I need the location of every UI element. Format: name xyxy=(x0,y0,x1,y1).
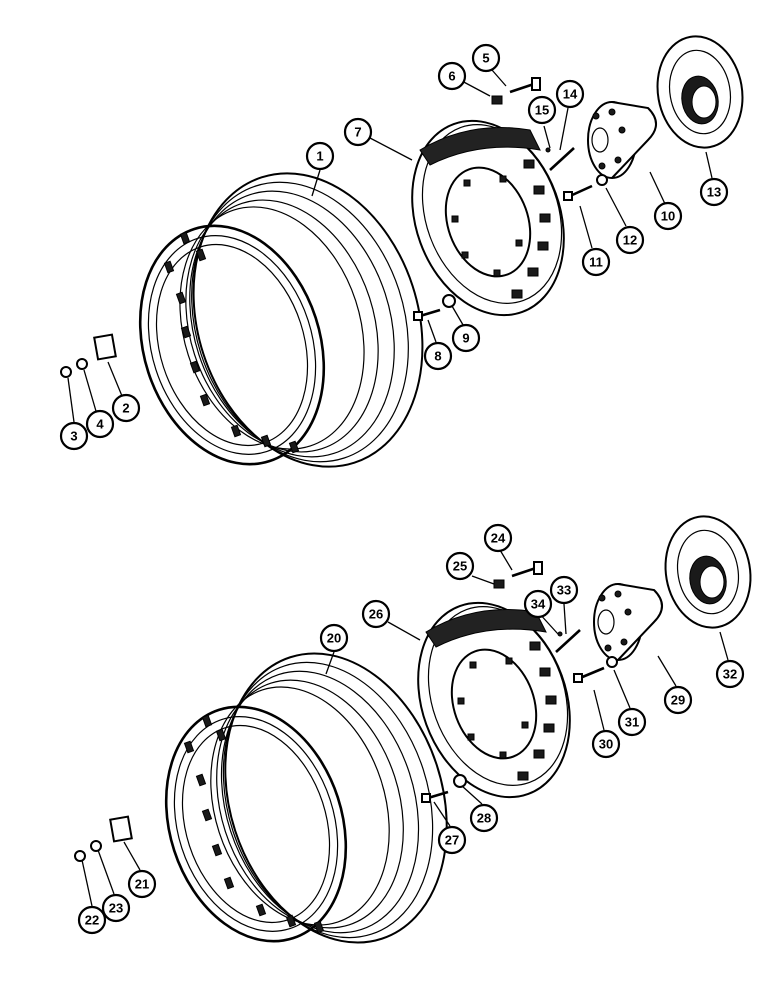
svg-text:4: 4 xyxy=(96,417,104,432)
callout-28: 28 xyxy=(469,803,499,833)
wheel-disc xyxy=(411,119,565,317)
callout-25: 25 xyxy=(445,551,475,581)
callout-10: 10 xyxy=(653,201,683,231)
svg-text:25: 25 xyxy=(453,559,467,574)
svg-text:7: 7 xyxy=(354,125,361,140)
svg-text:29: 29 xyxy=(671,693,685,708)
hardware-lower xyxy=(74,561,618,862)
callout-26: 26 xyxy=(361,599,391,629)
svg-text:9: 9 xyxy=(462,331,469,346)
svg-text:24: 24 xyxy=(491,531,506,546)
svg-text:3: 3 xyxy=(70,429,77,444)
callout-6: 6 xyxy=(437,61,467,91)
svg-text:6: 6 xyxy=(448,69,455,84)
svg-text:5: 5 xyxy=(482,51,489,66)
hub-lower xyxy=(593,583,663,661)
callout-31: 31 xyxy=(617,707,647,737)
svg-text:15: 15 xyxy=(535,103,549,118)
svg-text:21: 21 xyxy=(135,877,149,892)
wheel-rim-lower xyxy=(164,652,448,944)
callout-30: 30 xyxy=(591,729,621,759)
svg-text:32: 32 xyxy=(723,667,737,682)
callout-8: 8 xyxy=(423,341,453,371)
callout-14: 14 xyxy=(555,79,585,109)
svg-text:28: 28 xyxy=(477,811,491,826)
callout-33: 33 xyxy=(549,575,579,605)
callout-21: 21 xyxy=(127,869,157,899)
svg-text:33: 33 xyxy=(557,583,571,598)
callout-24: 24 xyxy=(483,523,513,553)
svg-text:8: 8 xyxy=(434,349,441,364)
callout-23: 23 xyxy=(101,893,131,923)
leader-lines xyxy=(67,69,729,907)
svg-text:13: 13 xyxy=(707,185,721,200)
callout-9: 9 xyxy=(451,323,481,353)
callout-3: 3 xyxy=(59,421,89,451)
flange xyxy=(656,35,744,149)
lower-wheel-assembly xyxy=(74,515,752,944)
hub xyxy=(587,101,657,179)
svg-text:34: 34 xyxy=(531,597,546,612)
callout-13: 13 xyxy=(699,177,729,207)
callout-22: 22 xyxy=(77,905,107,935)
svg-text:11: 11 xyxy=(589,255,603,270)
svg-text:22: 22 xyxy=(85,913,99,928)
callout-15: 15 xyxy=(527,95,557,125)
callout-7: 7 xyxy=(343,117,373,147)
callout-32: 32 xyxy=(715,659,745,689)
flange-lower xyxy=(664,515,752,629)
svg-text:30: 30 xyxy=(599,737,613,752)
callout-11: 11 xyxy=(581,247,611,277)
svg-text:10: 10 xyxy=(661,209,675,224)
svg-text:20: 20 xyxy=(327,631,341,646)
svg-text:23: 23 xyxy=(109,901,123,916)
callout-27: 27 xyxy=(437,825,467,855)
callout-5: 5 xyxy=(471,43,501,73)
svg-text:2: 2 xyxy=(122,401,129,416)
callout-2: 2 xyxy=(111,393,141,423)
svg-text:31: 31 xyxy=(625,715,639,730)
callouts: 1 2 3 4 5 6 7 8 9 10 11 12 13 14 15 20 2… xyxy=(59,43,745,935)
svg-text:27: 27 xyxy=(445,833,459,848)
wheel-disc-lower xyxy=(417,601,571,799)
hardware-upper xyxy=(60,77,608,378)
callout-34: 34 xyxy=(523,589,553,619)
svg-text:12: 12 xyxy=(623,233,637,248)
upper-wheel-assembly xyxy=(60,35,744,468)
svg-text:14: 14 xyxy=(563,87,578,102)
callout-20: 20 xyxy=(319,623,349,653)
callout-1: 1 xyxy=(305,141,335,171)
svg-text:26: 26 xyxy=(369,607,383,622)
callout-12: 12 xyxy=(615,225,645,255)
wheel-rim xyxy=(138,172,424,468)
callout-29: 29 xyxy=(663,685,693,715)
callout-4: 4 xyxy=(85,409,115,439)
svg-text:1: 1 xyxy=(316,149,323,164)
